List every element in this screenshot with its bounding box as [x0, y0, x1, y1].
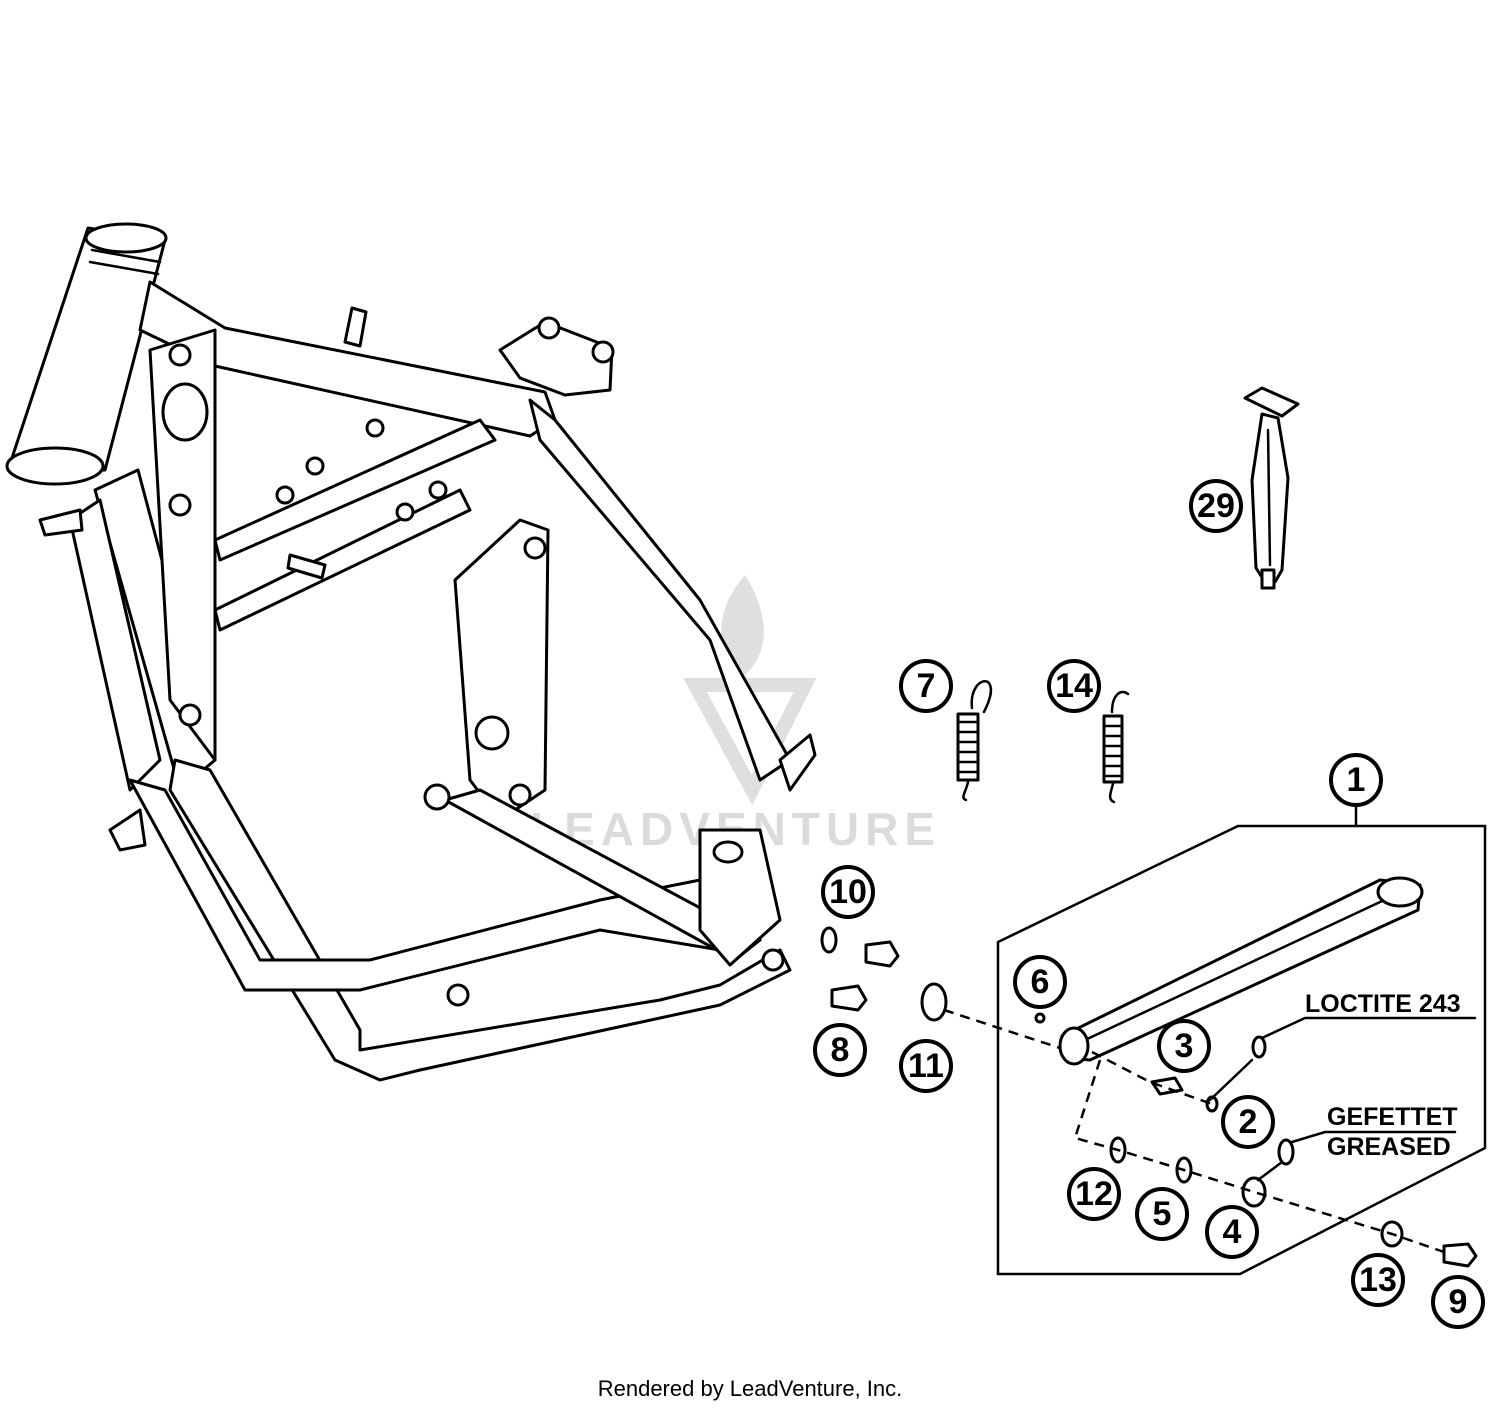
- note-gefettet: GEFETTET: [1327, 1103, 1458, 1131]
- part-8-bolt: [830, 984, 868, 1012]
- part-10-bolt: [864, 940, 900, 968]
- callout-3[interactable]: 3: [1157, 1019, 1211, 1073]
- frame-gusset: [148, 328, 217, 762]
- svg-text:29: 29: [1197, 487, 1235, 525]
- part-29-side-stand-tool: [1243, 386, 1300, 590]
- callout-13[interactable]: 13: [1351, 1253, 1405, 1307]
- part-4-bushing: [1241, 1176, 1267, 1208]
- loctite-screw: [1251, 1035, 1267, 1059]
- svg-text:6: 6: [1031, 963, 1050, 1001]
- svg-text:1: 1: [1347, 761, 1366, 799]
- callout-8[interactable]: 8: [813, 1023, 867, 1077]
- upper-rear-tube: [528, 398, 792, 782]
- cross-brace-upper: [213, 418, 497, 562]
- svg-text:2: 2: [1239, 1103, 1258, 1141]
- part-9-bolt: [1442, 1242, 1478, 1268]
- callout-11[interactable]: 11: [899, 1039, 953, 1093]
- svg-text:13: 13: [1359, 1261, 1397, 1299]
- callout-10[interactable]: 10: [821, 865, 875, 919]
- callout-14[interactable]: 14: [1047, 659, 1101, 713]
- note-loctite: LOCTITE 243: [1305, 990, 1461, 1018]
- part-10-washer: [820, 926, 838, 954]
- part-6-ball: [1034, 1012, 1046, 1024]
- callout-29[interactable]: 29: [1189, 479, 1243, 533]
- note-greased: GREASED: [1327, 1133, 1451, 1161]
- svg-text:9: 9: [1449, 1283, 1468, 1321]
- callout-4[interactable]: 4: [1205, 1205, 1259, 1259]
- leader-lines: [943, 1008, 1477, 1254]
- svg-text:8: 8: [831, 1031, 850, 1069]
- lower-frame-rail: [168, 758, 792, 1082]
- grease-point: [1277, 1138, 1295, 1166]
- part-7-spring: [956, 680, 993, 802]
- svg-text:12: 12: [1075, 1175, 1113, 1213]
- svg-text:7: 7: [917, 667, 936, 705]
- assembly-outline: [996, 824, 1487, 1276]
- swingarm-pivot-plate: [453, 518, 550, 822]
- footpeg-mount: [698, 828, 782, 967]
- svg-text:14: 14: [1055, 667, 1093, 705]
- frame-illustration: [5, 222, 817, 1082]
- callout-2[interactable]: 2: [1221, 1095, 1275, 1149]
- cross-brace-mid: [213, 488, 472, 632]
- head-tube-bottom: [5, 446, 105, 486]
- svg-text:4: 4: [1223, 1213, 1242, 1251]
- svg-text:10: 10: [829, 873, 867, 911]
- small-parts-left: [820, 926, 948, 1022]
- callout-9[interactable]: 9: [1431, 1275, 1485, 1329]
- footer-credit: Rendered by LeadVenture, Inc.: [597, 1376, 903, 1401]
- callout-12[interactable]: 12: [1067, 1167, 1121, 1221]
- front-down-tube-left: [68, 498, 162, 792]
- steering-head-tube: [6, 226, 167, 472]
- part-1-side-stand: [1058, 876, 1424, 1066]
- watermark-flame-icon: [721, 575, 764, 675]
- svg-text:3: 3: [1175, 1027, 1194, 1065]
- callout-6[interactable]: 6: [1013, 955, 1067, 1009]
- callout-7[interactable]: 7: [899, 659, 953, 713]
- callout-5[interactable]: 5: [1135, 1187, 1189, 1241]
- part-14-spring: [1102, 690, 1130, 804]
- part-11-washer: [920, 982, 948, 1022]
- head-tube-top: [84, 222, 168, 254]
- svg-text:11: 11: [908, 1047, 944, 1085]
- callout-1[interactable]: 1: [1329, 753, 1383, 807]
- svg-text:5: 5: [1153, 1195, 1172, 1233]
